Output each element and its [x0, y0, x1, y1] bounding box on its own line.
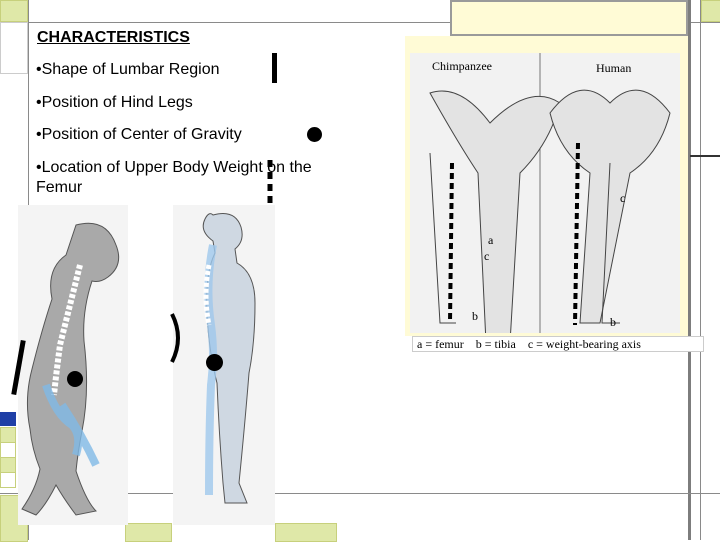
human-skeleton-illustration: [173, 205, 275, 525]
letter-b-right: b: [610, 315, 616, 329]
marker-dashed-line: [267, 160, 273, 210]
decor-square: [701, 0, 720, 22]
letter-c-right: c: [620, 191, 626, 205]
frame-top-line: [0, 22, 720, 23]
marker-dot: [307, 127, 322, 142]
decor-square: [0, 0, 28, 22]
bullet-center-gravity: •Position of Center of Gravity: [36, 126, 242, 143]
label-chimpanzee: Chimpanzee: [432, 59, 492, 73]
frame-right-line-2: [700, 0, 701, 540]
human-lumbar-curve: [170, 313, 180, 363]
bullet-hind-legs: •Position of Hind Legs: [36, 94, 193, 111]
figure-caption: a = femur b = tibia c = weight-bearing a…: [412, 336, 704, 352]
letter-b-left: b: [472, 309, 478, 323]
human-gravity-dot: [206, 354, 223, 371]
decor-square: [0, 472, 16, 488]
femur-comparison-figure: Chimpanzee Human a c b c b: [410, 53, 680, 333]
decor-square: [0, 442, 16, 458]
chimp-gravity-dot: [67, 371, 83, 387]
label-human: Human: [596, 61, 632, 75]
letter-c-left: c: [484, 249, 490, 263]
decor-square: [0, 457, 16, 473]
accent-yellow-strip: [450, 0, 688, 36]
slide-title: CHARACTERISTICS: [37, 29, 190, 46]
frame-right-line: [688, 0, 691, 540]
frame-right-horizontal: [690, 155, 720, 157]
blue-tab: [0, 412, 16, 426]
frame-bottom-line: [0, 493, 720, 494]
decor-square: [0, 22, 28, 74]
decor-square: [0, 427, 16, 443]
marker-vertical-bar: [272, 53, 277, 83]
letter-a: a: [488, 233, 494, 247]
bullet-upper-body-weight: •Location of Upper Body Weight on the Fe…: [36, 159, 312, 196]
chimpanzee-skeleton-illustration: [18, 205, 128, 525]
bullet-lumbar: •Shape of Lumbar Region: [36, 61, 220, 78]
decor-square: [275, 523, 337, 542]
femur-comparison-drawing: [429, 53, 671, 333]
decor-square: [125, 523, 172, 542]
